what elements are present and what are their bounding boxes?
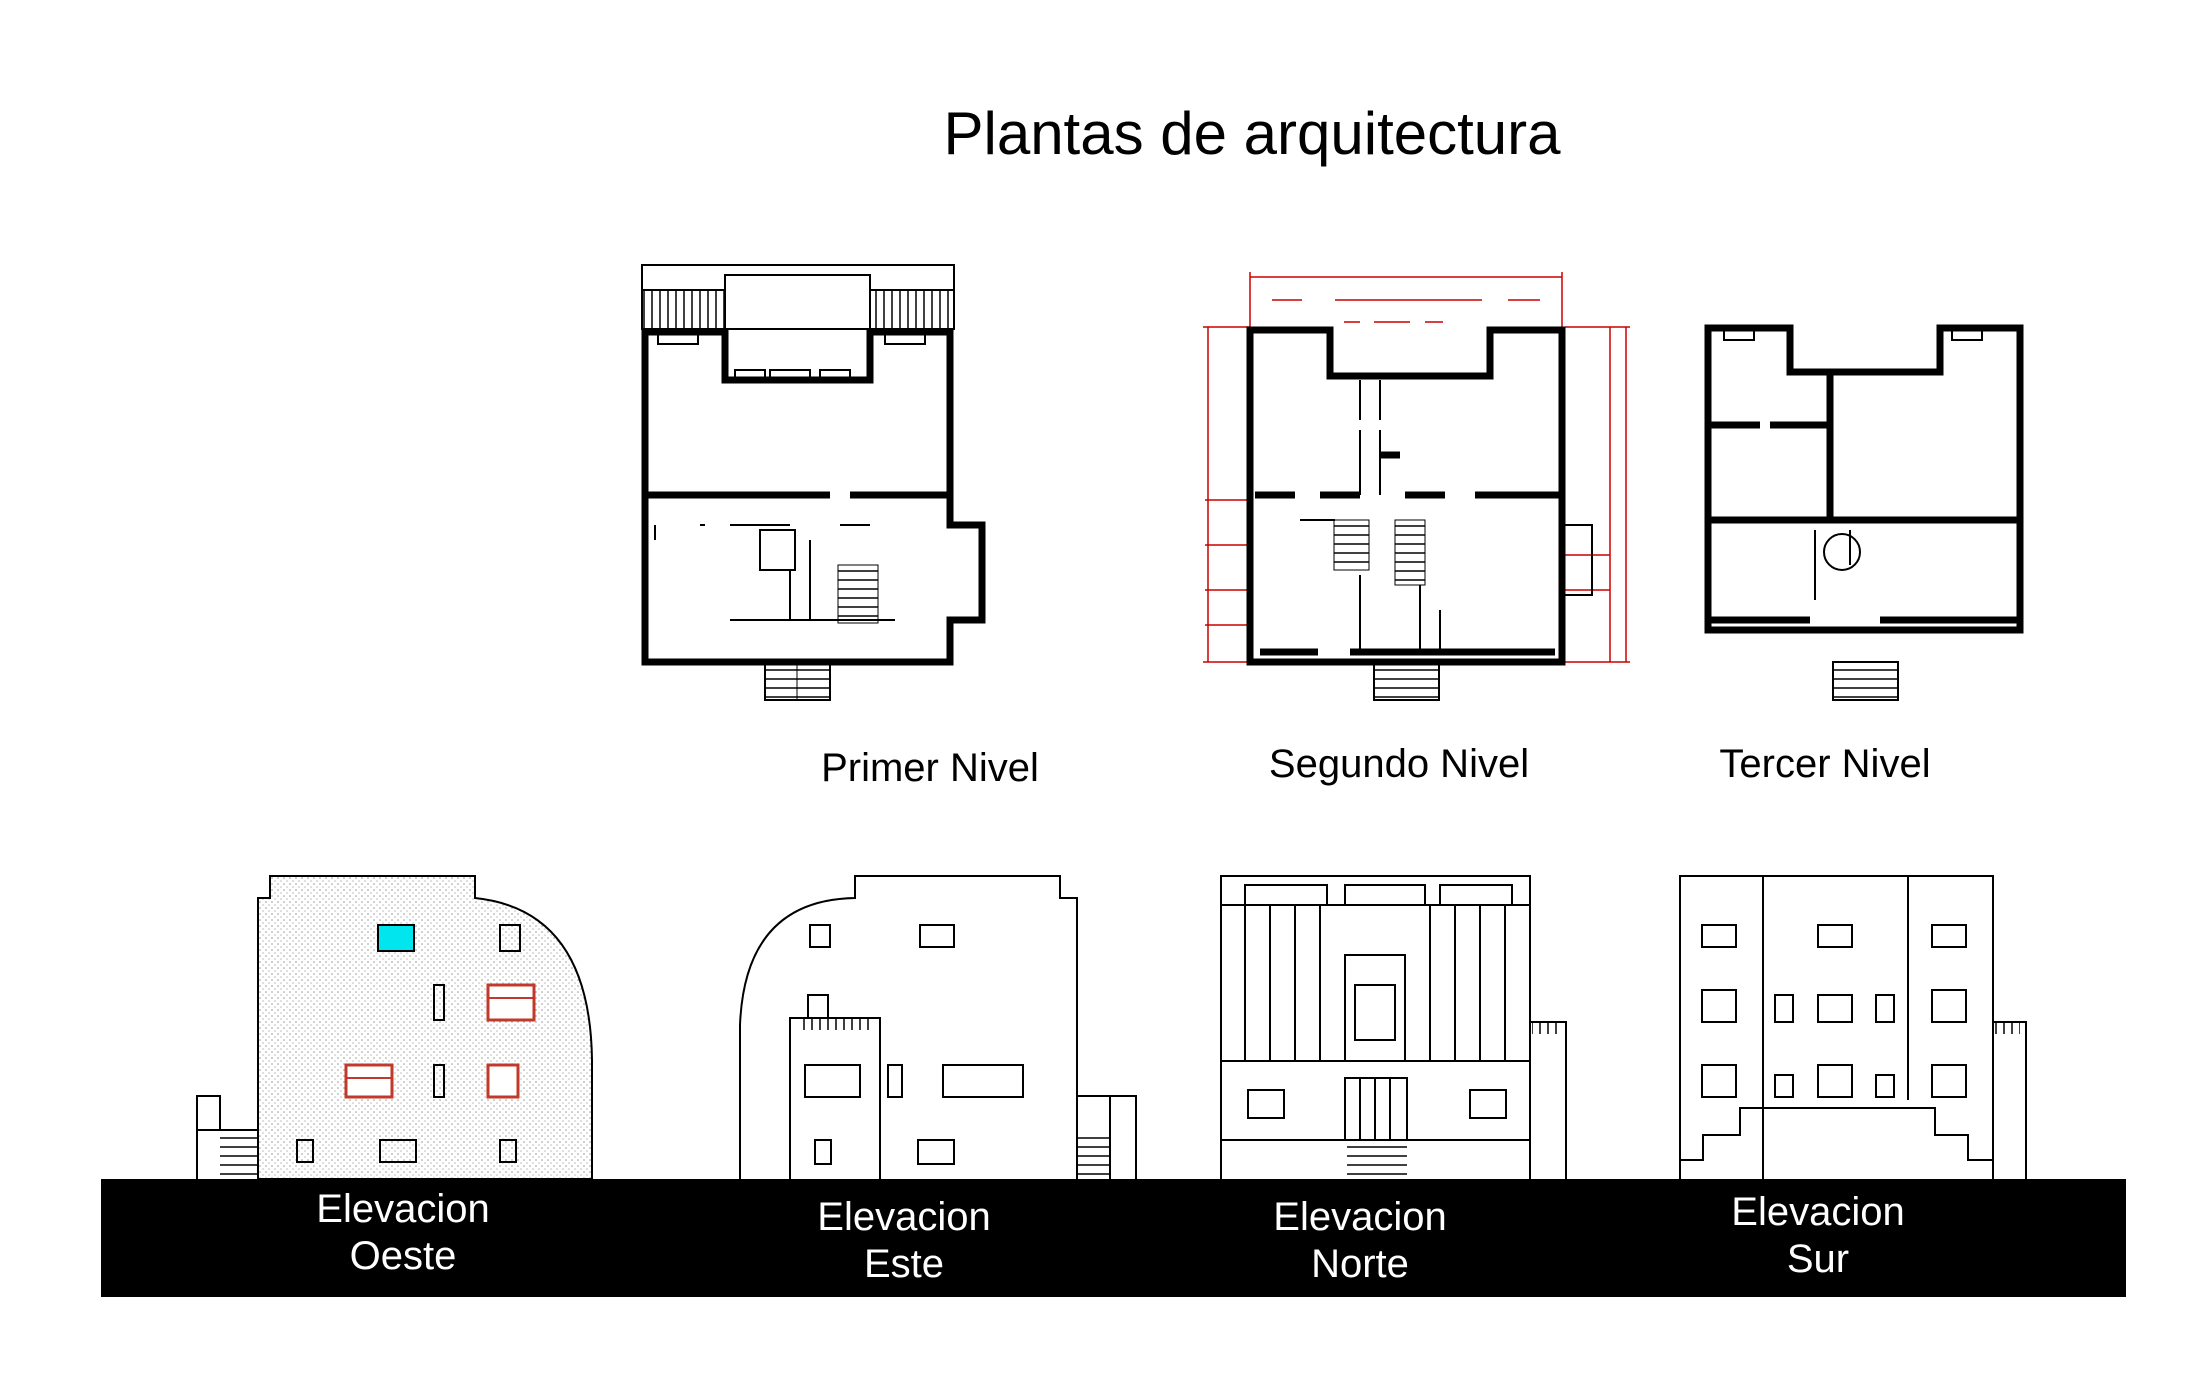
elevation-label-line2: Oeste (349, 1234, 457, 1278)
plan-label-primer-nivel: Primer Nivel (821, 746, 1039, 790)
elevation-oeste-drawing (196, 875, 593, 1180)
floor-plan-tercer-nivel (1704, 324, 2024, 701)
elevation-label-este: Elevacion Este (817, 1194, 990, 1288)
elevation-label-line1: Elevacion (316, 1187, 490, 1231)
plan-label-tercer-nivel: Tercer Nivel (1719, 742, 1931, 786)
elevation-label-line1: Elevacion (1731, 1190, 1905, 1234)
elevation-label-oeste: Elevacion Oeste (316, 1186, 489, 1280)
elevation-label-line1: Elevacion (817, 1195, 991, 1239)
ground-band (101, 1179, 2126, 1297)
elevation-label-norte: Elevacion Norte (1273, 1194, 1446, 1288)
elevation-label-line2: Sur (1786, 1237, 1850, 1281)
elevation-label-line2: Este (863, 1242, 945, 1286)
elevation-este-drawing (739, 875, 1137, 1179)
elevation-norte-drawing (1220, 875, 1567, 1179)
elevation-label-line1: Elevacion (1273, 1195, 1447, 1239)
elevation-label-sur: Elevacion Sur (1731, 1189, 1904, 1283)
plan-label-segundo-nivel: Segundo Nivel (1268, 742, 1530, 786)
floor-plan-segundo-nivel (1203, 272, 1630, 701)
elevation-label-line2: Norte (1311, 1242, 1409, 1286)
page-title: Plantas de arquitectura (943, 100, 1561, 167)
floor-plan-primer-nivel (641, 264, 986, 701)
elevation-sur-drawing (1679, 875, 2027, 1179)
